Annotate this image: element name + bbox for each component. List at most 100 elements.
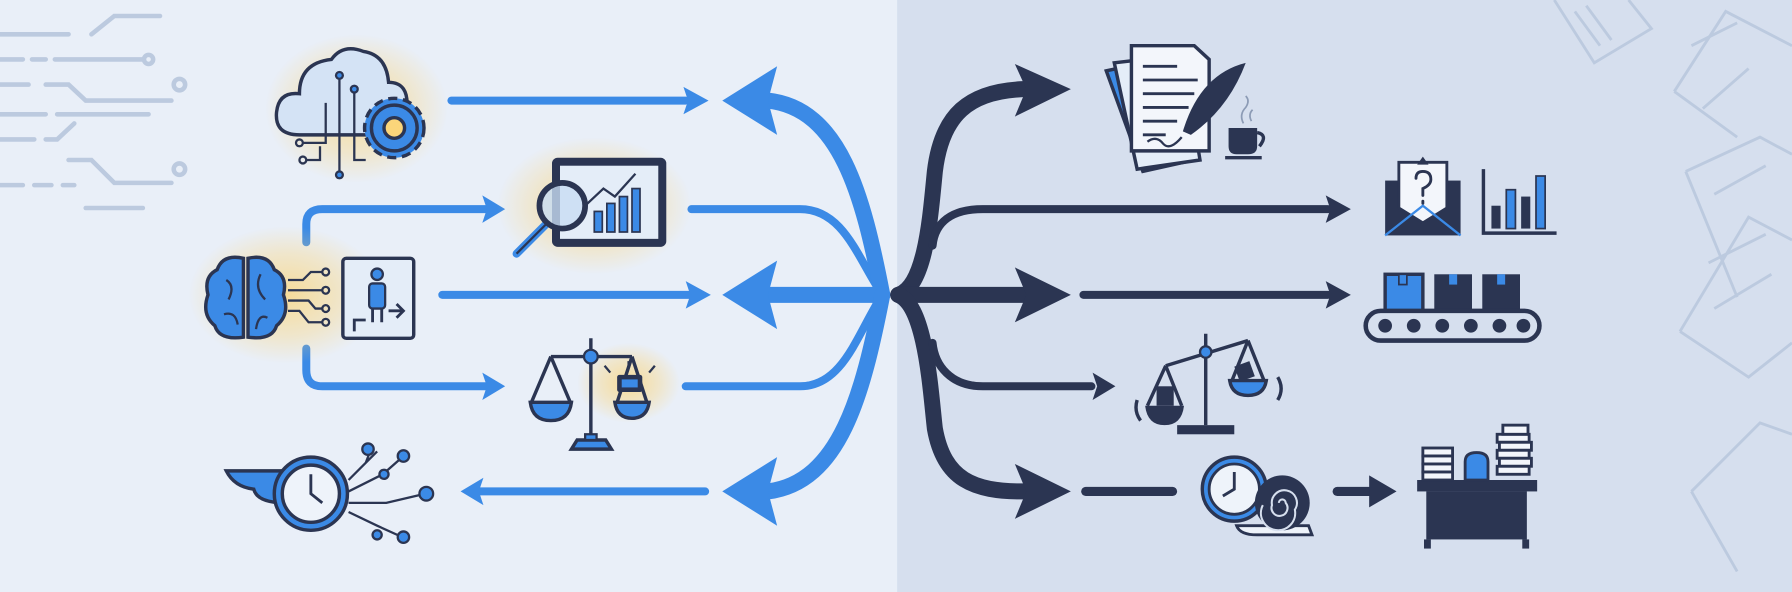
winged-clock-network-icon-part-part: [378, 468, 390, 480]
bar-chart-icon-part: [605, 202, 616, 233]
bar-chart-icon: [593, 187, 641, 233]
paper-stack-part: [1495, 464, 1531, 476]
unbalanced-scale-icon-part-part: [1134, 376, 1283, 422]
bar-chart-icon-part: [1535, 175, 1546, 230]
arrowhead-right: [1014, 267, 1071, 323]
hub-curve-up: [890, 81, 1031, 303]
bar-chart-icon-part: [631, 187, 641, 233]
arrowhead-right: [1014, 464, 1071, 519]
person-exit-door-icon-part: [352, 308, 384, 332]
cluttered-desk-icon-part: [1417, 480, 1538, 492]
arrowhead-right: [482, 372, 506, 400]
bar-chart-icon-part: [1481, 169, 1557, 235]
balance-scale-chip-icon-part: [612, 400, 652, 421]
conveyor-boxes-icon-part-part: [1406, 318, 1421, 333]
conveyor-boxes-icon-part: [1449, 274, 1458, 285]
conveyor-boxes-icon-part: [1497, 274, 1506, 285]
circuit-decoration-part: [141, 52, 156, 67]
conveyor-boxes-icon-part-part: [1435, 318, 1450, 333]
envelope-question-icon-part: [1384, 204, 1462, 237]
cloud-gear-icon-part-part: [302, 102, 327, 144]
balance-scale-chip-icon-part-part: [529, 355, 649, 403]
documents-quill-icon: [1103, 44, 1246, 174]
balance-scale-chip-icon: [528, 338, 680, 451]
cloud-gear-icon-part-part: [334, 70, 344, 80]
hub-arrowhead-left: [722, 66, 778, 135]
line-to-envelope: [928, 205, 1332, 250]
cluttered-desk-icon: [1417, 423, 1538, 549]
navy-arrowheads: [1014, 64, 1397, 519]
conveyor-boxes-icon-part-part: [1516, 318, 1531, 333]
gear-icon: [362, 96, 426, 160]
circuit-decoration-part: [171, 76, 188, 93]
quill-icon: [1182, 62, 1246, 135]
paper-sheets-decoration: [1553, 0, 1792, 573]
brain-circuit-icon-part: [246, 255, 288, 340]
brain-circuit-icon-part-part: [321, 267, 331, 277]
winged-clock-network-icon-part-part: [418, 485, 435, 502]
winged-clock-network-icon-part-part: [361, 442, 375, 456]
cloud-gear-icon-part-part: [306, 146, 322, 162]
cloud-gear-icon-part-part: [349, 84, 359, 94]
arrowhead-right: [1325, 281, 1351, 309]
magnifier-icon-part: [536, 179, 588, 232]
conveyor-boxes-icon: [1363, 272, 1542, 343]
balance-scale-chip-icon-part: [582, 348, 599, 365]
winged-clock-network-icon-part: [309, 474, 324, 504]
conveyor-boxes-icon-part: [1398, 273, 1408, 286]
paper-sheets-decoration-part: [1678, 215, 1792, 379]
winged-clock-network-icon-part-part: [371, 529, 383, 541]
circuit-decoration-part: [171, 161, 188, 178]
balance-scale-chip-icon-part: [584, 433, 598, 442]
blue-flow-arrows: [302, 92, 891, 500]
bar-chart-icon-part: [593, 210, 604, 233]
envelope-question-icon-part: [1417, 156, 1429, 165]
bar-chart-icon-part: [1505, 188, 1517, 230]
conveyor-boxes-icon-part: [1378, 318, 1531, 333]
bar-chart-icon-part: [1521, 196, 1531, 229]
unbalanced-scale-icon-part: [1177, 425, 1235, 435]
cluttered-desk-icon-part: [1522, 539, 1530, 549]
hub-arrowhead-left: [722, 457, 778, 526]
circuit-decoration-part: [0, 121, 174, 186]
coffee-cup-icon-part: [1256, 130, 1266, 148]
winged-clock-network-icon: [223, 442, 435, 544]
brain-circuit-icon: [188, 226, 383, 364]
balance-scale-chip-icon-part: [621, 379, 638, 388]
branch-up-line: [302, 205, 490, 247]
arrowhead-right: [1014, 64, 1071, 117]
hub-curve-down: [890, 286, 1031, 500]
line-to-scale: [928, 338, 1096, 391]
cluttered-desk-icon-part: [1424, 539, 1431, 549]
hub-curve-bottom: [760, 286, 891, 500]
bar-chart-icon-part: [1491, 205, 1501, 229]
branch-down-line: [302, 344, 490, 391]
arrowhead-left: [460, 477, 484, 506]
brain-circuit-icon-part-part: [321, 304, 331, 314]
unbalanced-scale-icon-part: [1198, 345, 1213, 359]
circuit-decoration-part: [0, 82, 174, 103]
arrowhead-right: [1092, 372, 1116, 400]
unbalanced-scale-icon-part-part: [1145, 339, 1266, 407]
blue-arrowheads: [460, 66, 778, 526]
cloud-gear-icon-part-part: [334, 170, 344, 180]
magnifier-icon: [512, 179, 588, 258]
bar-chart-icon: [1481, 169, 1557, 235]
brain-circuit-icon-part: [288, 267, 331, 327]
balance-scale-chip-icon-part: [528, 400, 574, 423]
paper-sheets-decoration-part: [1553, 0, 1654, 65]
winged-clock-network-icon-part: [347, 442, 435, 544]
paper-sheets-decoration-part: [1690, 421, 1792, 573]
envelope-question-icon: [1384, 156, 1462, 237]
paper-stack-part: [1421, 470, 1454, 482]
cloud-gear-icon-part: [294, 70, 366, 180]
brain-circuit-icon-part-part: [288, 309, 323, 324]
person-exit-door-icon: [341, 256, 416, 340]
cloud-gear-icon-part-part: [353, 91, 366, 162]
paper-sheets-decoration-part: [1684, 135, 1792, 298]
conveyor-boxes-icon-part-part: [1378, 318, 1392, 333]
conveyor-boxes-icon-part-part: [1464, 318, 1478, 333]
documents-quill-icon-part: [1142, 64, 1198, 137]
tablet-chart-magnifier-icon-part: [584, 172, 637, 207]
unbalanced-scale-icon-part: [1227, 378, 1269, 398]
